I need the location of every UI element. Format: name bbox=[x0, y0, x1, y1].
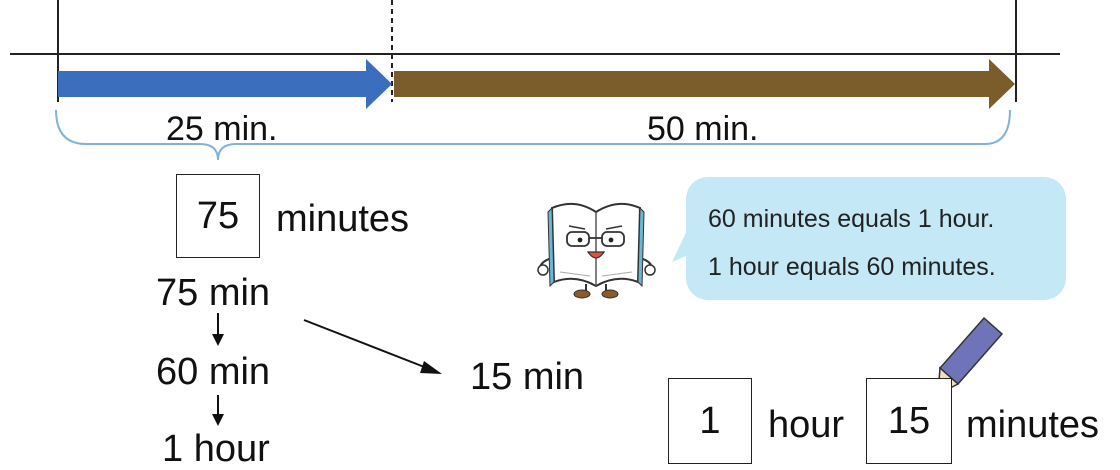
answer-minutes-box: 15 bbox=[866, 378, 952, 464]
total-brace bbox=[55, 109, 1011, 161]
segment-1-label: 25 min. bbox=[166, 110, 278, 148]
breakdown-hour-part: 60 min bbox=[156, 351, 271, 393]
speech-bubble: 60 minutes equals 1 hour. 1 hour equals … bbox=[686, 177, 1066, 300]
total-minutes-box: 75 bbox=[176, 174, 260, 258]
down-arrow-2 bbox=[212, 395, 224, 426]
total-unit-label: minutes bbox=[276, 198, 410, 240]
answer-hours-unit: hour bbox=[768, 404, 845, 446]
segment-2-arrow bbox=[394, 59, 1015, 109]
segment-2-label: 50 min. bbox=[647, 110, 759, 148]
answer-minutes-unit: minutes bbox=[966, 404, 1100, 446]
speech-bubble-line-2: 1 hour equals 60 minutes. bbox=[708, 253, 996, 281]
breakdown-start: 75 min bbox=[156, 272, 271, 314]
remainder-arrow bbox=[303, 319, 442, 374]
answer-hours-box: 1 bbox=[668, 378, 752, 464]
breakdown-hour-result: 1 hour bbox=[162, 428, 270, 470]
book-mascot-icon bbox=[537, 202, 656, 299]
down-arrow-1 bbox=[212, 313, 224, 346]
speech-bubble-line-1: 60 minutes equals 1 hour. bbox=[708, 205, 995, 233]
breakdown-remainder: 15 min bbox=[470, 356, 585, 398]
segment-1-arrow bbox=[58, 59, 392, 109]
